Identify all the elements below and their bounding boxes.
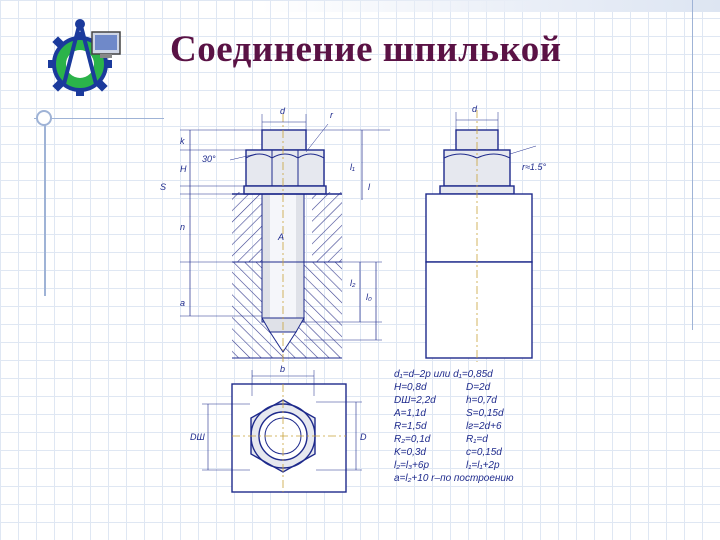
- formula: S=0,15d: [466, 408, 504, 419]
- formula: DШ=2,2d: [394, 395, 436, 406]
- formula: H=0,8d: [394, 382, 427, 393]
- header-gradient: [260, 0, 720, 12]
- label-S: S: [160, 182, 166, 192]
- top-rule: [34, 118, 164, 119]
- label-b: b: [280, 364, 285, 374]
- formula: D=2d: [466, 382, 491, 393]
- formula-row: R=1,5d lг=2d+6: [394, 420, 564, 433]
- label-l1: l₁: [350, 162, 355, 172]
- side-view: [425, 110, 537, 362]
- formula: A=1,1d: [394, 408, 426, 419]
- stud-joint-drawing: d r 30° k H S n A a l₁ l l₂ l₀ d r≈1.5° …: [160, 104, 546, 493]
- formula: a=l₂+10 r–по построению: [394, 473, 514, 484]
- label-l: l: [368, 182, 371, 192]
- rule-circle-marker: [36, 110, 52, 126]
- label-l2: l₂: [350, 278, 356, 288]
- formula: c=0,15d: [466, 447, 502, 458]
- label-side-d: d: [472, 104, 478, 114]
- label-n: n: [180, 222, 185, 232]
- formula-row: DШ=2,2d h=0,7d: [394, 394, 564, 407]
- formula-row: R₂=0,1d R₁=d: [394, 433, 564, 446]
- formula-row: l₂=l₃+6p l₁=l₁+2p: [394, 459, 564, 472]
- label-r: r: [330, 110, 334, 120]
- compass-gear-monitor-logo: [48, 19, 121, 96]
- formula: R₂=0,1d: [394, 434, 431, 445]
- formula-list: d₁=d–2p или d₁=0,85d H=0,8d D=2d DШ=2,2d h…: [394, 368, 564, 526]
- label-a: a: [180, 298, 185, 308]
- formula: lг=2d+6: [466, 421, 502, 432]
- right-rule: [692, 0, 693, 330]
- formula: R=1,5d: [394, 421, 427, 432]
- label-angle30: 30°: [202, 154, 216, 164]
- formula: R₁=d: [466, 434, 488, 445]
- label-A: A: [277, 232, 284, 242]
- left-rule: [44, 118, 46, 296]
- formula: K=0,3d: [394, 447, 426, 458]
- label-H: H: [180, 164, 187, 174]
- label-angle15: r≈1.5°: [522, 162, 546, 172]
- top-view: [202, 370, 362, 493]
- label-d: d: [280, 106, 286, 116]
- front-section-view: [180, 114, 390, 362]
- formula: l₂=l₃+6p: [394, 460, 430, 471]
- formula-row: A=1,1d S=0,15d: [394, 407, 564, 420]
- formula: l₁=l₁+2p: [466, 460, 500, 471]
- page-title: Соединение шпилькой: [170, 29, 562, 70]
- label-k: k: [180, 136, 185, 146]
- formula-row: H=0,8d D=2d: [394, 381, 564, 394]
- label-l0: l₀: [366, 292, 372, 302]
- label-Dw: DШ: [190, 432, 205, 442]
- formula-row: d₁=d–2p или d₁=0,85d: [394, 368, 564, 381]
- label-D: D: [360, 432, 367, 442]
- formula-row: K=0,3d c=0,15d: [394, 446, 564, 459]
- formula: h=0,7d: [466, 395, 497, 406]
- formula-row: a=l₂+10 r–по построению: [394, 472, 564, 485]
- formula: d₁=d–2p или d₁=0,85d: [394, 369, 493, 380]
